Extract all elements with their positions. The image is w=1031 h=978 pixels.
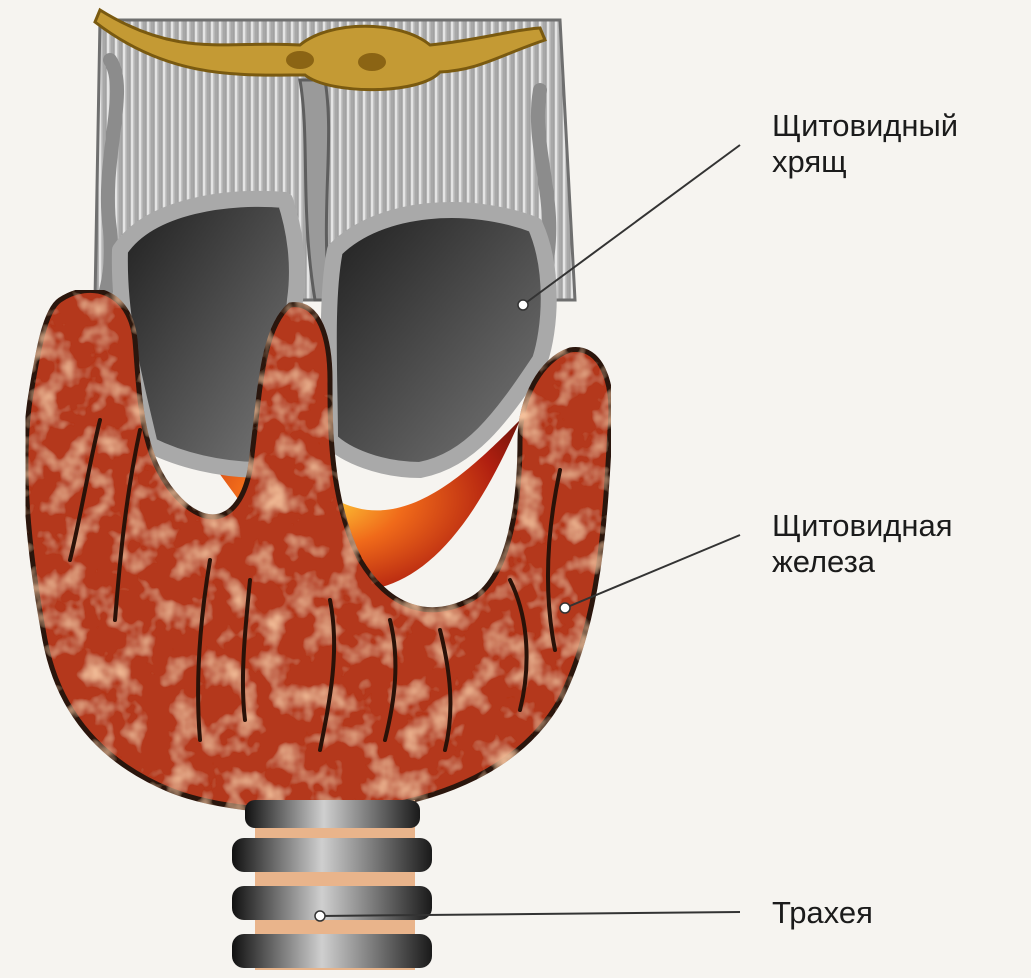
label-thyroid-cartilage: Щитовидный хрящ bbox=[772, 108, 958, 180]
label-trachea-line1: Трахея bbox=[772, 895, 873, 931]
pointer-dot-trachea bbox=[315, 911, 325, 921]
pointer-dot-gland bbox=[560, 603, 570, 613]
pointer-dot-cartilage bbox=[518, 300, 528, 310]
label-thyroid-cartilage-line1: Щитовидный bbox=[772, 108, 958, 144]
trachea-ring bbox=[232, 934, 432, 968]
trachea bbox=[232, 800, 432, 970]
label-thyroid-gland-line2: железа bbox=[772, 544, 953, 580]
label-thyroid-cartilage-line2: хрящ bbox=[772, 144, 958, 180]
label-trachea: Трахея bbox=[772, 895, 873, 931]
label-thyroid-gland: Щитовидная железа bbox=[772, 508, 953, 580]
label-thyroid-gland-line1: Щитовидная bbox=[772, 508, 953, 544]
trachea-ring bbox=[245, 800, 420, 828]
trachea-ring bbox=[232, 838, 432, 872]
